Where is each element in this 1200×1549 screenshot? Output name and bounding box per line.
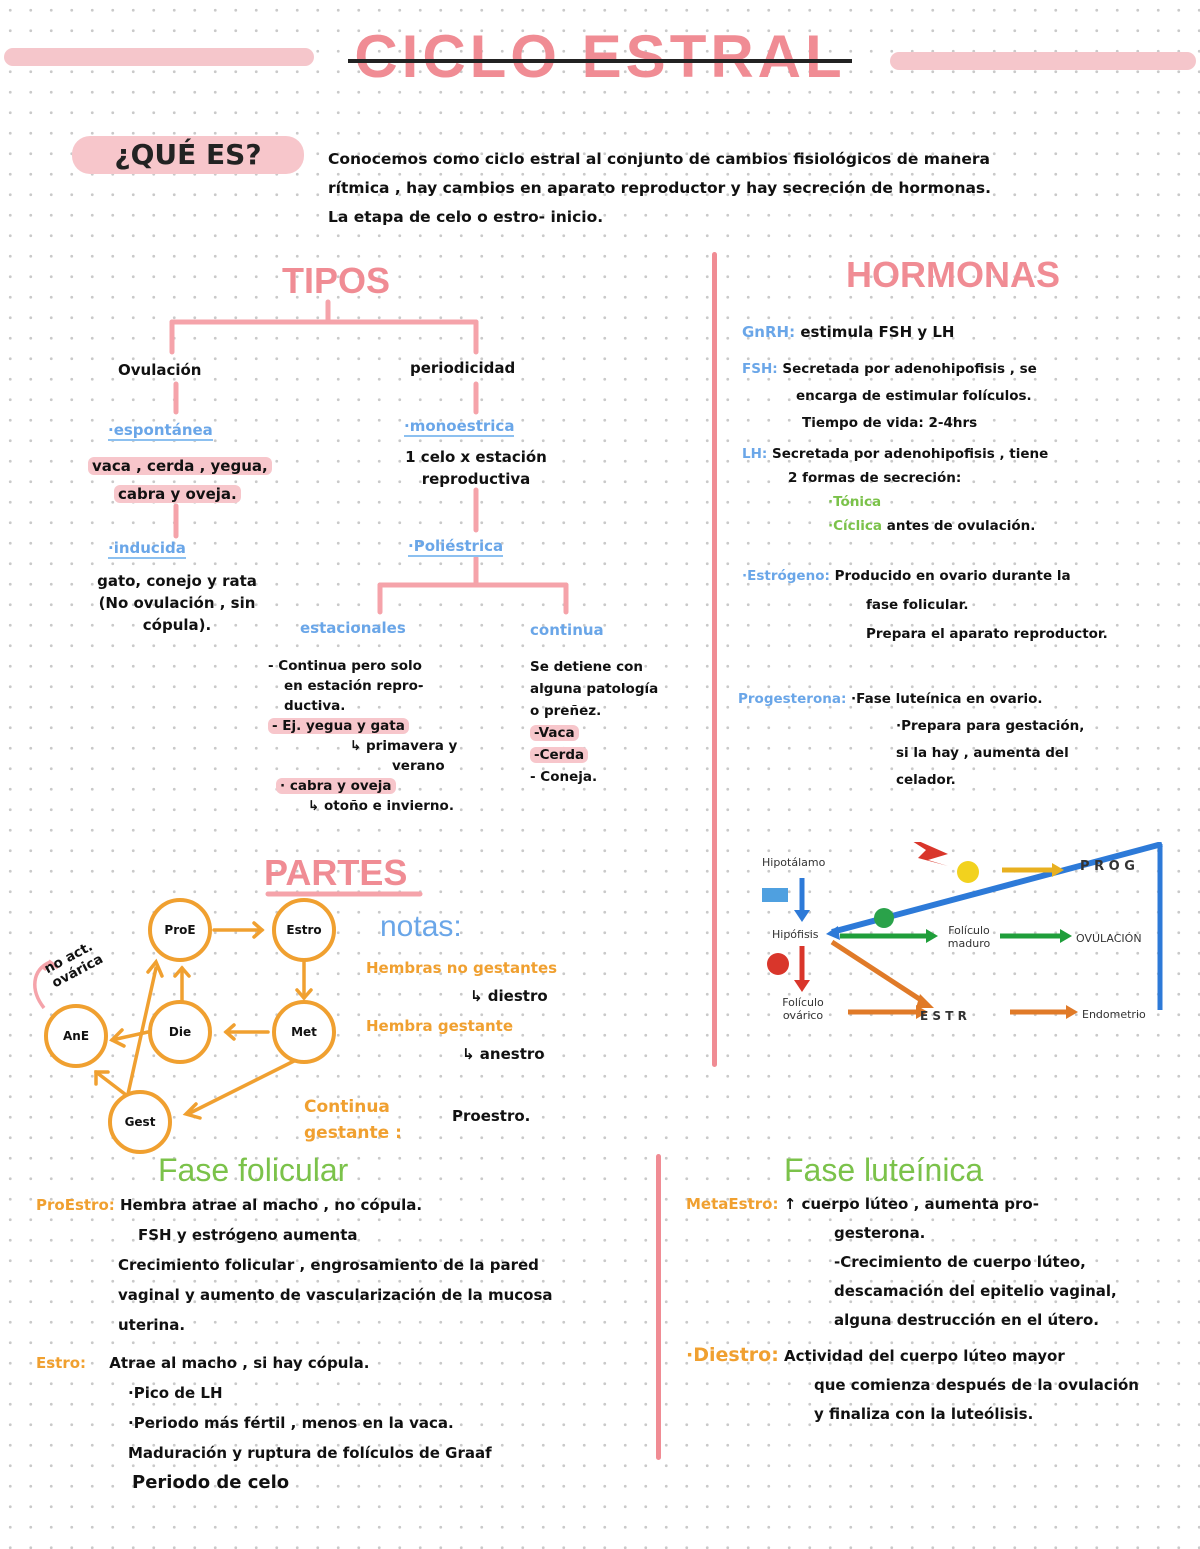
inducida-examples: gato, conejo y rata (No ovulación , sin … (97, 572, 257, 634)
node-metaestro: Met (272, 1000, 336, 1064)
node-proestro: ProE (148, 898, 212, 962)
diagram-label-hipotalamo: Hipotálamo (762, 856, 826, 869)
nota-gestante-value: ↳ anestro (462, 1045, 545, 1063)
diagram-letters-prog: P R O G (1080, 859, 1135, 874)
node-estro: Estro (272, 898, 336, 962)
hormona-gnrh: GnRH: estimula FSH y LH (742, 323, 955, 341)
continua-label: continua (530, 621, 604, 639)
ovulacion-label: Ovulación (118, 361, 202, 379)
hormona-progesterona: Progesterona: ·Fase luteínica en ovario.… (738, 691, 1085, 788)
column-divider-top (712, 252, 717, 1067)
fase-folicular-title: Fase folicular (158, 1152, 349, 1188)
monoestrica-desc: 1 celo x estación reproductiva (405, 448, 547, 488)
intro-label-badge: ¿QUÉ ES? (72, 136, 304, 174)
node-gestacion: Gest (108, 1090, 172, 1154)
hormona-fsh: FSH: Secretada por adenohipofisis , se e… (742, 361, 1037, 431)
node-diestro: Die (148, 1000, 212, 1064)
fase-luteinica-content: MetaEstro: ↑ cuerpo lúteo , aumenta pro-… (686, 1195, 1139, 1423)
estacionales-items: - Continua pero solo en estación repro- … (268, 658, 458, 814)
fase-luteinica-title: Fase luteínica (784, 1152, 984, 1188)
monoestrica-label: ·monoestrica (404, 417, 515, 437)
espontanea-label: ·espontánea (108, 421, 213, 441)
nota-continua-gestante-label: Continua gestante : (304, 1097, 402, 1143)
diagram-label-hipofisis: Hipófisis (772, 928, 819, 941)
header-pink-stripe-left (4, 48, 314, 66)
diagram-letters-estr: E S T R (920, 1009, 967, 1023)
nota-gestante-label: Hembra gestante (366, 1017, 513, 1035)
poliestrica-label: ·Poliéstrica (408, 537, 504, 557)
node-anestro: AnE (44, 1004, 108, 1068)
page-title: CICLO ESTRAL (330, 22, 870, 91)
partes-title: PARTES (264, 852, 408, 893)
nota-continua-gestante-value: Proestro. (452, 1107, 531, 1125)
periodicidad-label: periodicidad (410, 359, 516, 377)
intro-text: Conocemos como ciclo estral al conjunto … (328, 150, 992, 226)
hormona-estrogeno: ·Estrógeno: Producido en ovario durante … (742, 568, 1108, 642)
diagram-label-ovulacion: OVULACIÓN (1076, 932, 1142, 945)
diagram-label-foliculo-maduro: Folículo maduro (947, 924, 991, 950)
hormone-diagram: Hipotálamo Hipófisis Folículo ovárico Fo… (748, 842, 1184, 1042)
diagram-label-foliculo-ovarico: Folículo ovárico (782, 996, 824, 1022)
diagram-label-endometrio: Endometrio (1082, 1008, 1146, 1021)
hormona-lh: LH: Secretada por adenohipofisis , tiene… (742, 446, 1049, 534)
notas-title: notas: (380, 910, 462, 943)
espontanea-examples: vaca , cerda , yegua, cabra y oveja. (88, 452, 272, 508)
hormone-diagram-arrows (762, 842, 1163, 1019)
column-divider-bottom (656, 1154, 661, 1460)
header-pink-stripe-right (890, 52, 1196, 70)
nota-no-gestantes-label: Hembras no gestantes (366, 959, 558, 977)
inducida-label: ·inducida (108, 539, 186, 559)
continua-items: Se detiene con alguna patología o preñez… (530, 659, 659, 785)
title-strike-line (348, 59, 852, 63)
fase-folicular-content: ProEstro: Hembra atrae al macho , no cóp… (36, 1196, 553, 1493)
hormonas-title: HORMONAS (846, 254, 1060, 295)
nota-no-gestantes-value: ↳ diestro (470, 987, 548, 1005)
estacionales-label: estacionales (300, 619, 406, 637)
tipos-title: TIPOS (282, 260, 391, 301)
